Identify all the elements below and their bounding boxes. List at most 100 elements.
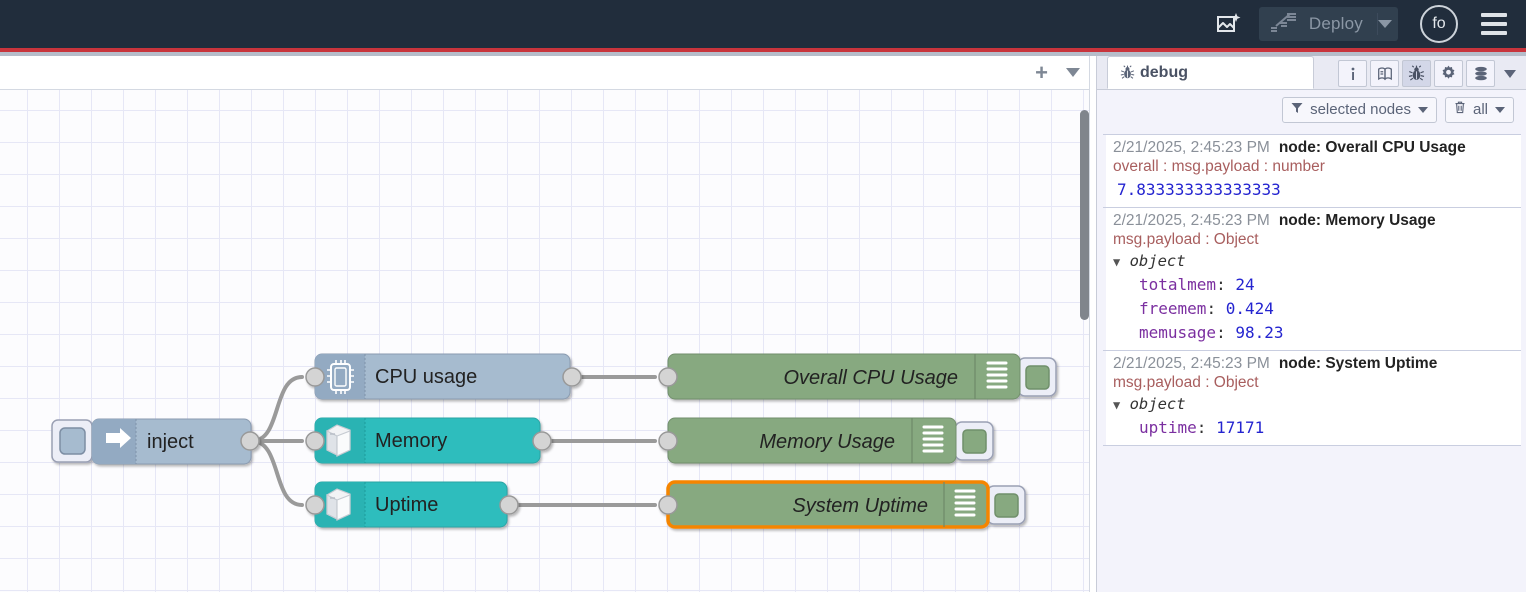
debug-object-label: object bbox=[1129, 252, 1186, 270]
deploy-label: Deploy bbox=[1308, 14, 1363, 33]
debug-object-toggle-row[interactable]: ▼ object bbox=[1113, 395, 1513, 413]
server-icon bbox=[326, 424, 351, 457]
debug-property-row: totalmem: 24 bbox=[1139, 275, 1513, 294]
node-uptime-label: Uptime bbox=[375, 494, 438, 516]
debug-source-node: node: System Uptime bbox=[1278, 355, 1438, 372]
config-gear-icon[interactable] bbox=[1434, 60, 1463, 87]
property-key: memusage bbox=[1139, 323, 1217, 342]
clear-messages-button[interactable]: all bbox=[1444, 96, 1514, 123]
debug-lines-icon bbox=[922, 425, 944, 453]
debug-message[interactable]: 2/21/2025, 2:45:23 PM node: Memory Usage… bbox=[1103, 208, 1521, 351]
add-flow-button[interactable]: + bbox=[1035, 59, 1048, 85]
clear-messages-label: all bbox=[1472, 101, 1488, 118]
debug-message[interactable]: 2/21/2025, 2:45:23 PM node: Overall CPU … bbox=[1103, 134, 1521, 208]
wire-inject-cpu bbox=[250, 375, 304, 443]
flow-canvas[interactable]: inject CPU usage bbox=[0, 90, 1096, 592]
sidebar-panel: debug bbox=[1096, 56, 1526, 592]
debug-message-header: 2/21/2025, 2:45:23 PM node: Memory Usage bbox=[1113, 212, 1513, 230]
property-colon: : bbox=[1216, 275, 1236, 294]
filter-chevron-down-icon bbox=[1417, 106, 1428, 113]
node-memory-label: Memory bbox=[375, 430, 447, 452]
debug-timestamp: 2/21/2025, 2:45:23 PM bbox=[1113, 355, 1270, 372]
server-icon bbox=[326, 488, 351, 521]
help-book-icon[interactable] bbox=[1370, 60, 1399, 87]
property-colon: : bbox=[1216, 323, 1236, 342]
canvas-vertical-scrollbar[interactable] bbox=[1080, 110, 1089, 320]
property-value: 17171 bbox=[1216, 418, 1265, 437]
debug-property-row: memusage: 98.23 bbox=[1139, 323, 1513, 342]
debug-object-toggle-row[interactable]: ▼ object bbox=[1113, 252, 1513, 270]
node-overall-cpu-label: Overall CPU Usage bbox=[783, 367, 958, 389]
node-inject-label: inject bbox=[147, 431, 194, 453]
debug-lines-icon bbox=[986, 361, 1008, 389]
property-value: 98.23 bbox=[1235, 323, 1284, 342]
node-memory-usage[interactable]: Memory Usage bbox=[658, 417, 994, 464]
flow-graph: inject CPU usage bbox=[51, 353, 1057, 529]
node-memory[interactable]: Memory bbox=[305, 417, 552, 464]
expand-triangle-icon[interactable]: ▼ bbox=[1113, 398, 1121, 412]
header-accent-bar bbox=[0, 48, 1526, 52]
trash-icon bbox=[1454, 101, 1466, 118]
debug-message-header: 2/21/2025, 2:45:23 PM node: System Uptim… bbox=[1113, 355, 1513, 373]
debug-source-node: node: Memory Usage bbox=[1278, 212, 1436, 229]
header-shadow-bar bbox=[0, 52, 1526, 56]
node-cpu-usage-label: CPU usage bbox=[375, 366, 477, 388]
flow-list-chevron-down-icon[interactable] bbox=[1066, 68, 1080, 77]
debug-lines-icon bbox=[954, 489, 976, 517]
debug-value: 7.833333333333333 bbox=[1117, 180, 1281, 199]
property-colon: : bbox=[1206, 299, 1226, 318]
debug-property-row: uptime: 17171 bbox=[1139, 418, 1513, 437]
debug-property-row: freemem: 0.424 bbox=[1139, 299, 1513, 318]
expand-triangle-icon[interactable]: ▼ bbox=[1113, 255, 1121, 269]
node-system-uptime[interactable]: System Uptime bbox=[658, 480, 1026, 529]
user-avatar[interactable]: fo bbox=[1420, 5, 1458, 43]
debug-source-node: node: Overall CPU Usage bbox=[1278, 139, 1466, 156]
property-colon: : bbox=[1196, 418, 1217, 437]
node-inject[interactable]: inject bbox=[51, 418, 260, 465]
node-cpu-usage[interactable]: CPU usage bbox=[305, 353, 582, 400]
debug-message-header: 2/21/2025, 2:45:23 PM node: Overall CPU … bbox=[1113, 139, 1513, 157]
workspace-tab-bar: + bbox=[0, 56, 1096, 90]
arrow-right-icon bbox=[106, 428, 131, 448]
node-overall-cpu-usage[interactable]: Overall CPU Usage bbox=[658, 353, 1057, 400]
filter-funnel-icon bbox=[1291, 101, 1303, 118]
deploy-separator bbox=[1377, 13, 1378, 35]
node-memory-usage-label: Memory Usage bbox=[759, 431, 895, 453]
filter-selected-nodes-label: selected nodes bbox=[1310, 101, 1411, 118]
property-key: freemem bbox=[1139, 299, 1207, 318]
debug-object-label: object bbox=[1129, 395, 1186, 413]
property-value: 24 bbox=[1235, 275, 1255, 294]
deploy-ramp-icon bbox=[1269, 11, 1299, 38]
hamburger-menu-icon[interactable] bbox=[1474, 5, 1514, 43]
tab-debug-label: debug bbox=[1140, 63, 1188, 81]
tab-debug[interactable]: debug bbox=[1107, 56, 1314, 89]
wire-inject-uptime bbox=[250, 439, 304, 507]
debug-topic: overall : msg.payload : number bbox=[1113, 158, 1325, 175]
debug-timestamp: 2/21/2025, 2:45:23 PM bbox=[1113, 212, 1270, 229]
debug-filter-bar: selected nodes all bbox=[1097, 90, 1526, 129]
deploy-button[interactable]: Deploy bbox=[1258, 7, 1398, 41]
cpu-chip-icon bbox=[327, 360, 354, 394]
node-system-uptime-label: System Uptime bbox=[792, 495, 928, 517]
app-header: Deploy fo bbox=[0, 0, 1526, 48]
bug-icon bbox=[1120, 65, 1135, 80]
sidebar-icon-buttons bbox=[1338, 60, 1520, 87]
debug-topic: msg.payload : Object bbox=[1113, 231, 1259, 248]
info-icon[interactable] bbox=[1338, 60, 1367, 87]
debug-message-list[interactable]: 2/21/2025, 2:45:23 PM node: Overall CPU … bbox=[1103, 134, 1521, 586]
sidebar-more-chevron-down-icon[interactable] bbox=[1504, 69, 1516, 78]
debug-topic: msg.payload : Object bbox=[1113, 374, 1259, 391]
debug-timestamp: 2/21/2025, 2:45:23 PM bbox=[1113, 139, 1270, 156]
property-key: totalmem bbox=[1139, 275, 1217, 294]
clear-chevron-down-icon bbox=[1495, 106, 1505, 113]
user-initials: fo bbox=[1432, 15, 1446, 32]
import-image-icon[interactable] bbox=[1207, 4, 1251, 44]
node-uptime[interactable]: Uptime bbox=[305, 481, 519, 528]
debug-bug-icon[interactable] bbox=[1402, 60, 1431, 87]
canvas-right-gutter bbox=[1089, 56, 1096, 592]
filter-selected-nodes-button[interactable]: selected nodes bbox=[1282, 96, 1437, 123]
debug-message[interactable]: 2/21/2025, 2:45:23 PM node: System Uptim… bbox=[1103, 351, 1521, 446]
context-data-icon[interactable] bbox=[1466, 60, 1495, 87]
deploy-chevron-down-icon[interactable] bbox=[1378, 20, 1392, 28]
property-key: uptime bbox=[1139, 418, 1197, 437]
